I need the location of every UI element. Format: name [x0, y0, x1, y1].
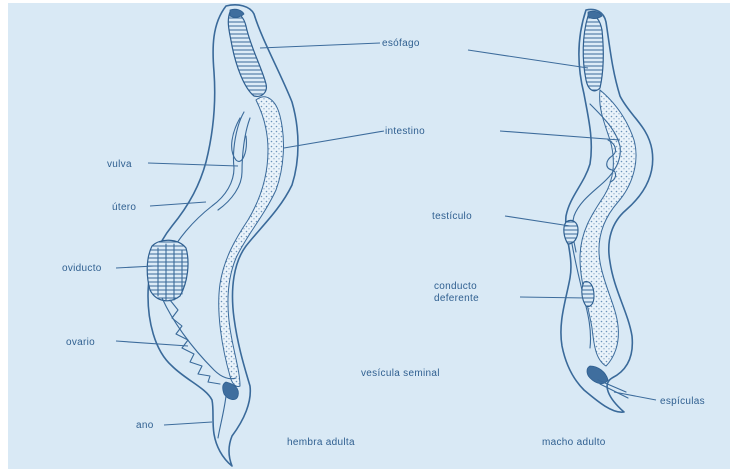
- label-oviducto: oviducto: [62, 263, 102, 274]
- label-testiculo: testículo: [432, 211, 472, 222]
- label-conducto-line1: conducto: [434, 281, 477, 292]
- label-ano: ano: [136, 420, 154, 431]
- label-conducto-line2: deferente: [434, 293, 479, 304]
- label-vesicula: vesícula seminal: [361, 368, 440, 379]
- label-esofago: esófago: [382, 38, 420, 49]
- label-utero: útero: [112, 202, 136, 213]
- label-vulva: vulva: [107, 159, 132, 170]
- caption-macho: macho adulto: [542, 437, 606, 448]
- label-ovario: ovario: [66, 337, 95, 348]
- paper-background: [8, 3, 730, 469]
- male-esophagus: [583, 16, 603, 91]
- male-seminal-vesicle: [582, 282, 594, 307]
- label-intestino: intestino: [385, 126, 425, 137]
- label-espiculas: espículas: [660, 396, 705, 407]
- caption-hembra: hembra adulta: [287, 437, 355, 448]
